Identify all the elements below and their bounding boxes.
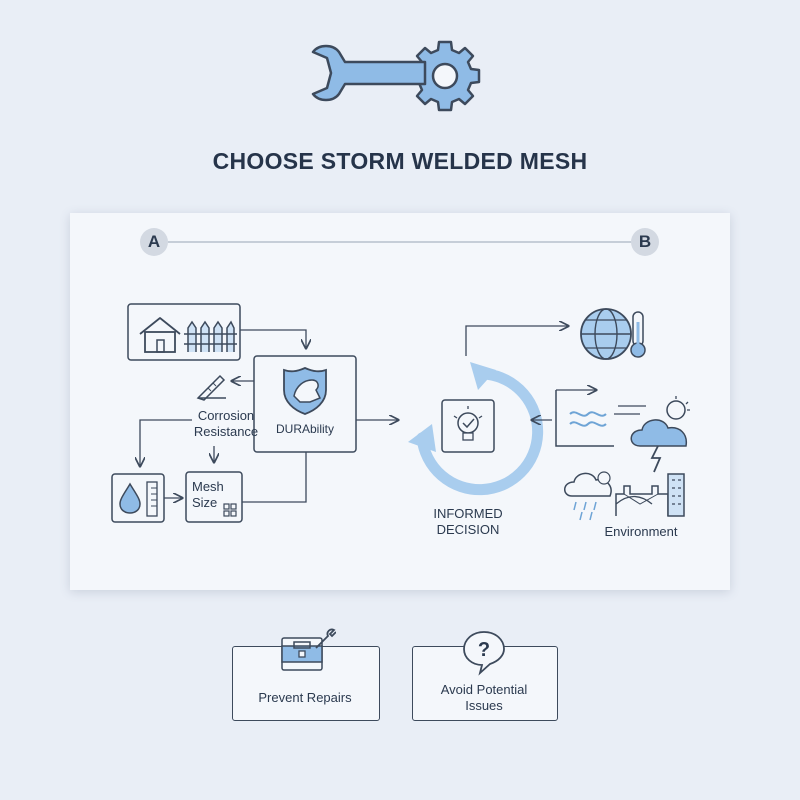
shield-arm-icon (283, 367, 327, 415)
mesh-size-label: Mesh Size (192, 479, 232, 511)
prevent-repairs-label: Prevent Repairs (258, 690, 352, 705)
globe-thermometer-icon (580, 308, 646, 360)
environment-label: Environment (604, 524, 678, 539)
wind-waves-icon (569, 411, 607, 427)
diagram-panel (70, 213, 730, 590)
grid-icon (223, 503, 237, 517)
lightbulb-check-icon (453, 406, 483, 441)
rain-bridge-building-icon (564, 471, 685, 521)
water-drop-ruler-icon (119, 481, 158, 517)
page-title: CHOOSE STORM WELDED MESH (212, 148, 588, 174)
marker-b-label: B (638, 232, 652, 251)
avoid-issues-line1: Avoid Potential (440, 682, 528, 697)
house-fence-card (127, 303, 241, 361)
measuring-tool-icon (196, 374, 226, 401)
house-fence-icon (139, 317, 237, 353)
decision-label-line1: INFORMED (433, 506, 503, 521)
wrench-gear-icon (311, 40, 481, 112)
circular-arrow-icon (408, 362, 544, 496)
storm-cloud-icon (614, 396, 690, 473)
durability-card (253, 355, 357, 453)
decision-label-line2: DECISION (436, 522, 500, 537)
svg-text:?: ? (478, 639, 490, 661)
avoid-issues-line2: Issues (465, 698, 503, 713)
decision-card (441, 399, 495, 453)
mesh-size-line2: Size (192, 495, 218, 510)
corrosion-label: Corrosion Resistance (176, 408, 276, 440)
corrosion-label-line2: Resistance (193, 424, 259, 439)
marker-a-label: A (147, 232, 161, 251)
question-bubble-icon: ? (463, 631, 505, 676)
decision-label: INFORMED DECISION (418, 506, 518, 538)
mesh-size-line1: Mesh (192, 479, 224, 494)
toolbox-wrench-icon (281, 628, 336, 671)
marker-b (631, 228, 659, 256)
water-drop-card (111, 473, 165, 523)
wind-waves-card (555, 390, 614, 447)
corrosion-label-line1: Corrosion (197, 408, 255, 423)
durability-label: DURAbility (275, 422, 334, 436)
avoid-issues-label: Avoid Potential Issues (412, 682, 556, 714)
marker-a (140, 228, 168, 256)
